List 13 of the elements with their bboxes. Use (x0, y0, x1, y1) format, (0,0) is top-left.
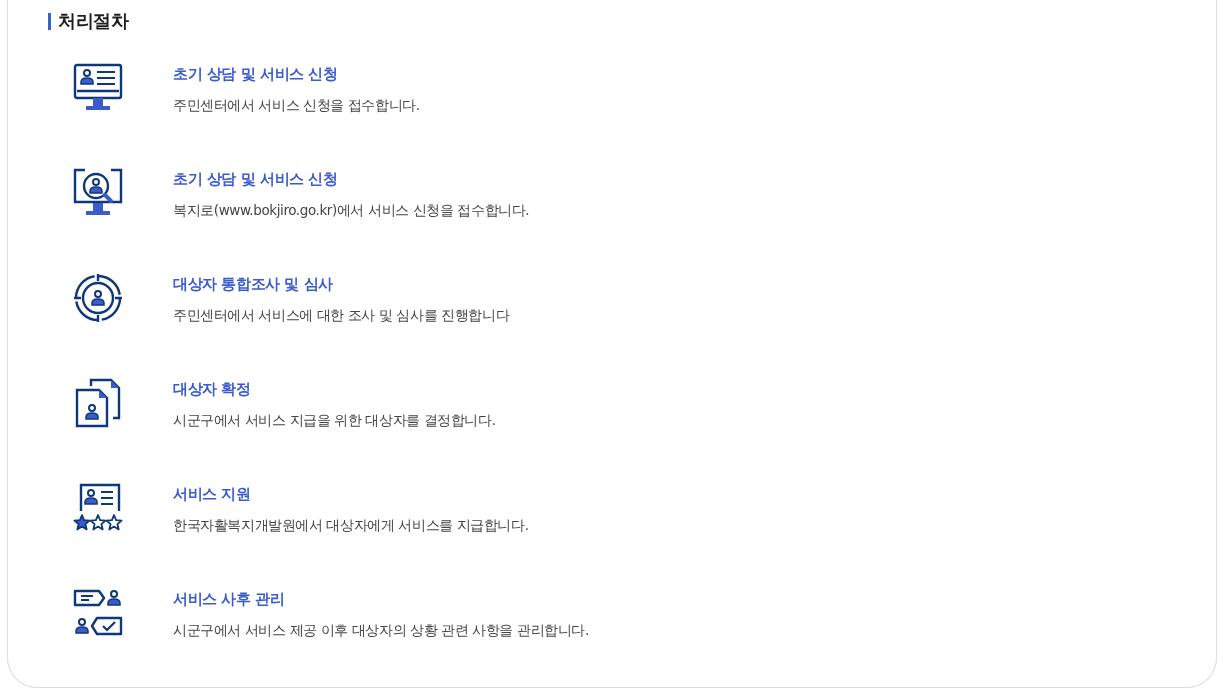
step-heading: 초기 상담 및 서비스 신청 (173, 65, 338, 84)
step-description: 한국자활복지개발원에서 대상자에게 서비스를 지급합니다. (173, 516, 529, 535)
section-title: 처리절차 (58, 9, 128, 33)
step-heading: 서비스 지원 (173, 485, 251, 504)
step-description: 주민센터에서 서비스 신청을 접수합니다. (173, 96, 420, 115)
step-description: 시군구에서 서비스 제공 이후 대상자의 상황 관련 사항을 관리합니다. (173, 621, 589, 640)
step-heading: 대상자 통합조사 및 심사 (173, 275, 333, 294)
step-heading: 대상자 확정 (173, 380, 251, 399)
step-heading: 초기 상담 및 서비스 신청 (173, 170, 338, 189)
step-heading: 서비스 사후 관리 (173, 590, 285, 609)
step-description: 주민센터에서 서비스에 대한 조사 및 심사를 진행합니다 (173, 306, 510, 325)
step-description: 복지로(www.bokjiro.go.kr)에서 서비스 신청을 접수합니다. (173, 201, 530, 220)
step-description: 시군구에서 서비스 지급을 위한 대상자를 결정합니다. (173, 411, 496, 430)
